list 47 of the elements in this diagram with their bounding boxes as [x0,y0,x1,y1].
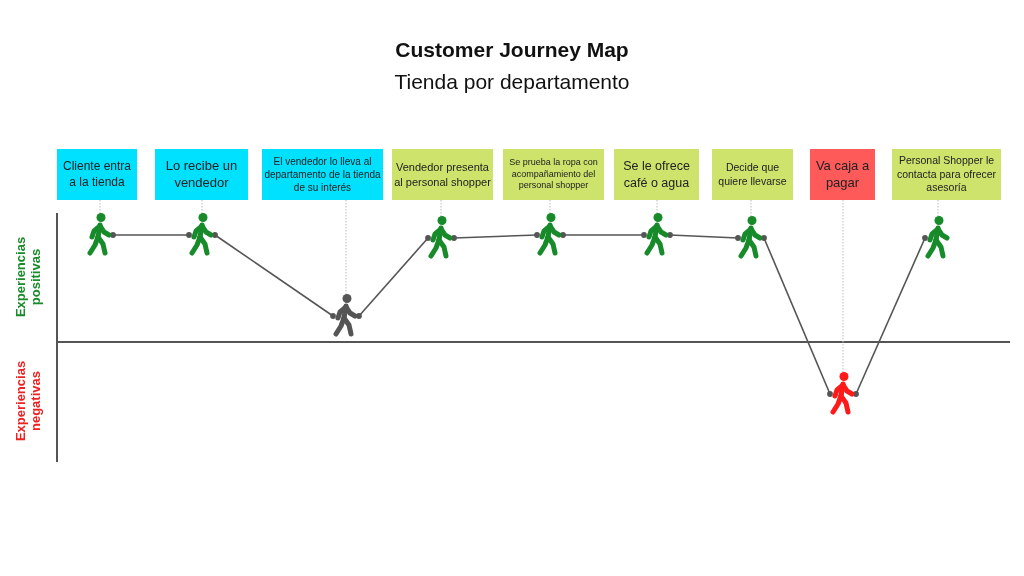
journey-connector [110,232,192,238]
leader-line [201,199,203,214]
step-text: Va caja a pagar [814,157,871,192]
leader-line [937,199,939,217]
walking-person-icon [537,213,563,257]
journey-connector [451,232,540,241]
axis-label: Experiencias negativas [13,359,43,443]
leader-line [750,199,752,217]
step-text: Se le ofrece café o agua [622,158,691,191]
leader-line [656,199,658,214]
walking-person-icon [830,372,856,416]
step-text: Vendedor presenta al personal shopper [394,160,491,189]
step-card [57,149,137,200]
step-card [262,149,383,200]
step-text: El vendedor lo lleva al departamento de la tienda de su interés [264,155,381,194]
journey-connector [667,232,741,241]
step-text: Cliente entra a la tienda [61,158,132,191]
journey-connector [356,235,431,319]
step-card [503,149,604,200]
leader-line [842,199,844,373]
leader-line [345,199,347,295]
journey-connector [761,235,833,397]
step-text: Lo recibe un vendedor [164,157,239,192]
leader-line [440,199,442,217]
step-card [712,149,793,200]
walking-person-icon [189,213,215,257]
journey-connector [212,232,336,319]
leader-line [99,199,101,214]
step-card [614,149,699,200]
step-card [155,149,248,200]
step-card [810,149,875,200]
step-text: Se prueba la ropa con acompañamiento del personal shopper [508,156,599,193]
axis-label: Experiencias positivas [13,235,43,319]
step-card [392,149,493,200]
walking-person-icon [925,216,951,260]
step-text: Decide que quiere llevarse [717,160,788,189]
walking-person-icon [644,213,670,257]
title: Customer Journey Map [394,38,630,62]
walking-person-icon [738,216,764,260]
step-text: Personal Shopper le contacta para ofrecer asesoría [895,154,998,195]
walking-person-icon [87,213,113,257]
leader-line [549,199,551,214]
journey-connector [560,232,647,238]
walking-person-icon [428,216,454,260]
walking-person-icon [333,294,359,338]
journey-connector [853,235,928,397]
subtitle: Tienda por departamento [393,70,631,94]
